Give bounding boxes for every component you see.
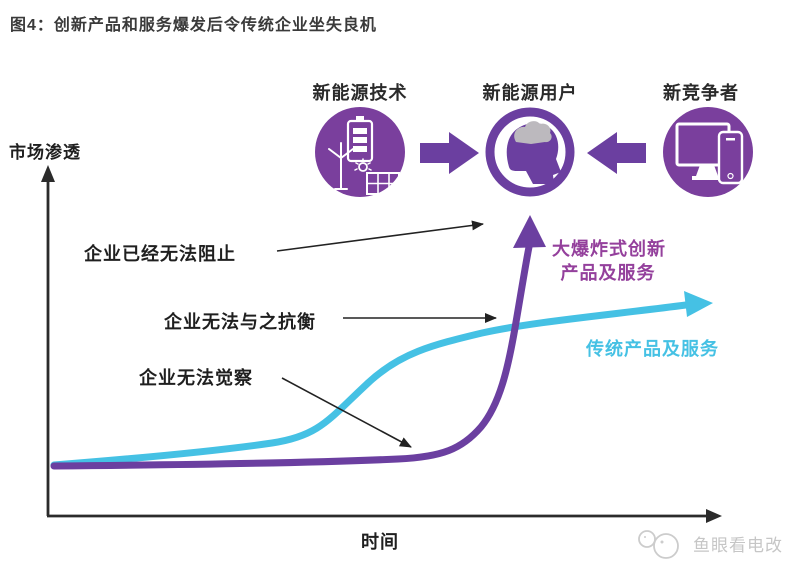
traditional-curve-arrow-icon xyxy=(684,291,713,317)
energy-tech-icon xyxy=(315,107,405,197)
flow-arrow-left-icon xyxy=(587,132,646,174)
flow-arrow-right-icon xyxy=(420,132,479,174)
node-label-energy-tech: 新能源技术 xyxy=(312,83,408,103)
annotation-arrow-cannot-stop xyxy=(276,220,484,252)
annotation-cannot-stop: 企业已经无法阻止 xyxy=(84,244,236,264)
traditional-curve xyxy=(50,291,713,469)
y-axis-arrow-icon xyxy=(41,165,55,182)
devices-icon xyxy=(663,107,753,197)
innovation-curve xyxy=(50,215,546,470)
annotation-cannot-compete: 企业无法与之抗衡 xyxy=(164,312,316,332)
annotation-cannot-detect: 企业无法觉察 xyxy=(139,368,253,388)
node-label-energy-user: 新能源用户 xyxy=(482,83,578,103)
x-axis-arrow-icon xyxy=(706,509,722,523)
innovation-curve-label-line1: 大爆炸式创新 xyxy=(552,239,666,259)
watermark-fish-logo-icon xyxy=(638,530,679,559)
annotation-arrow-cannot-detect xyxy=(281,377,412,448)
node-label-competitor: 新竞争者 xyxy=(663,83,739,103)
innovation-curve-label-line2: 产品及服务 xyxy=(560,263,656,283)
user-head-icon xyxy=(485,107,575,197)
annotation-arrows xyxy=(276,220,497,448)
y-axis-label: 市场渗透 xyxy=(9,143,81,162)
innovation-curve-path xyxy=(50,243,533,470)
axes xyxy=(41,165,722,523)
x-axis-label: 时间 xyxy=(361,532,399,552)
watermark-text: 鱼眼看电改 xyxy=(693,536,783,555)
traditional-curve-label: 传统产品及服务 xyxy=(586,339,719,359)
innovation-curve-arrow-icon xyxy=(513,215,546,248)
traditional-curve-path xyxy=(50,301,690,469)
figure-title: 图4：创新产品和服务爆发后令传统企业坐失良机 xyxy=(10,17,377,34)
